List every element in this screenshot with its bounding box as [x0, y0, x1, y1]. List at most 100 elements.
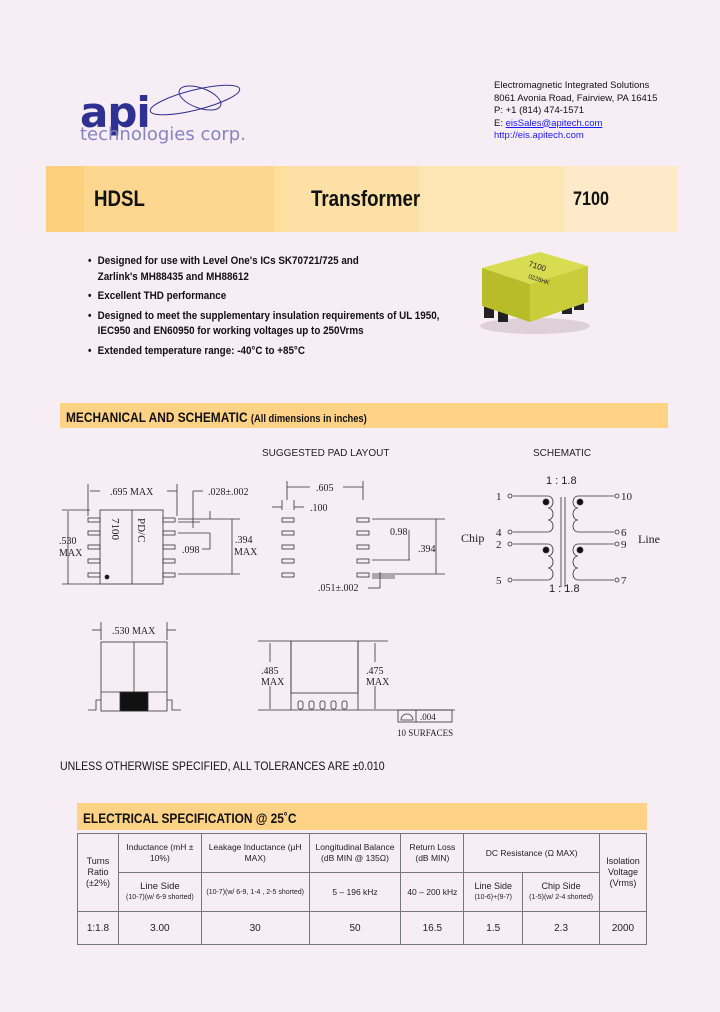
feature-item: Designed for use with Level One's ICs SK…	[88, 254, 362, 285]
electrical-section-bar	[77, 803, 647, 830]
coplanarity-value: .004	[420, 712, 436, 722]
pin-label: 5	[496, 575, 502, 587]
surfaces-note: 10 SURFACES	[397, 728, 453, 738]
pad-layout-drawing: .605 .100 0.98 .394 .051±.002	[272, 481, 445, 594]
end-height-right-unit: MAX	[366, 677, 390, 688]
header-turns-ratio: Turns Ratio (±2%)	[77, 833, 119, 912]
pin-label: 9	[621, 539, 627, 551]
subheader-return-loss: 40 – 200 kHz	[400, 872, 465, 912]
subheader-leakage: (10-7)(w/ 6-9, 1-4 , 2-5 shorted)	[200, 872, 310, 912]
header-return-loss: Return Loss (dB MIN)	[400, 833, 465, 873]
table-subheader-row: Line Side (10-7)(w/ 6-9 shorted) (10-7)(w…	[78, 872, 647, 912]
product-type: Transformer	[311, 186, 421, 211]
span-dimension: .394	[235, 535, 253, 546]
subheader-text: Line Side	[474, 881, 512, 891]
pin-label: 2	[496, 539, 502, 551]
subheader-note: (1-5)(w/ 2-4 shorted)	[529, 894, 593, 901]
header-leakage: Leakage Inductance (µH MAX)	[200, 833, 310, 873]
cell-turns: 1:1.8	[77, 911, 119, 945]
product-photo: 7100 0228HK	[480, 252, 590, 334]
feature-list: Designed for use with Level One's ICs SK…	[88, 254, 475, 363]
electrical-spec-table: Turns Ratio (±2%) Inductance (mH ± 10%) …	[77, 833, 648, 945]
chip-side-label: Chip	[461, 531, 484, 545]
side-width-dimension: .530 MAX	[112, 626, 156, 637]
schematic-drawing: 1 : 1.8 1 : 1.8 1 4 2 5 10 6 9 7 Chip Li…	[461, 475, 660, 595]
table-row: 1:1.8 3.00 30 50 16.5 1.5 2.3 2000	[77, 911, 648, 945]
end-view-drawing: .485 MAX .475 MAX .004 10 SURFACES	[258, 640, 455, 738]
subheader-dcr-line: Line Side (10-6)+(9-7)	[463, 872, 524, 912]
part-marking: 7100	[109, 518, 121, 541]
feature-item: Excellent THD performance	[88, 289, 475, 305]
end-height-left: .485	[261, 666, 279, 677]
end-height-left-unit: MAX	[261, 677, 285, 688]
email-link[interactable]: eisSales@apitech.com	[505, 117, 603, 129]
header-isolation: Isolation Voltage (Vrms)	[598, 833, 648, 912]
pad-length-dimension: .100	[310, 503, 328, 514]
cell-leakage: 30	[200, 911, 310, 945]
pad-spacing-dimension: .605	[316, 483, 334, 494]
pin-label: 1	[496, 491, 502, 503]
pad-width-tolerance: .051±.002	[318, 583, 359, 594]
company-name: Electromagnetic Integrated Solutions	[494, 80, 650, 91]
subheader-text: Chip Side	[541, 881, 581, 891]
section-subtitle: (All dimensions in inches)	[250, 413, 367, 425]
cell-balance: 50	[308, 911, 402, 945]
width-dimension: .695 MAX	[110, 487, 154, 498]
subheader-balance: 5 – 196 kHz	[308, 872, 402, 912]
pad-pitch-dimension: 0.98	[390, 527, 408, 538]
electrical-section-title: ELECTRICAL SPECIFICATION @ 25˚C	[83, 810, 297, 826]
subheader-note: (10-6)+(9-7)	[474, 894, 512, 901]
subheader-note: (10-7)(w/ 6-9 shorted)	[126, 894, 194, 901]
subheader-text: Line Side	[140, 881, 180, 892]
product-line: HDSL	[94, 186, 145, 211]
feature-item: Designed to meet the supplementary insul…	[88, 309, 441, 340]
email-prefix: E:	[494, 117, 506, 129]
title-banner	[46, 166, 678, 232]
cell-dcr-chip: 2.3	[522, 911, 600, 945]
date-code-marking: PD/C	[135, 518, 147, 542]
header-dc-resistance: DC Resistance (Ω MAX)	[463, 833, 600, 873]
part-number: 7100	[573, 189, 609, 210]
tolerance-note: UNLESS OTHERWISE SPECIFIED, ALL TOLERANC…	[60, 759, 385, 773]
pad-span-dimension: .394	[418, 544, 436, 555]
address: 8061 Avonia Road, Fairview, PA 16415	[494, 92, 658, 104]
pin-label: 7	[621, 575, 627, 587]
line-side-label: Line	[638, 532, 660, 546]
table-header-row: Turns Ratio (±2%) Inductance (mH ± 10%) …	[77, 833, 648, 912]
end-height-right: .475	[366, 666, 384, 677]
top-view-drawing: 7100 PD/C .695 MAX .530 MAX .028±.002 .0…	[59, 484, 258, 585]
cell-dcr-line: 1.5	[463, 911, 524, 945]
cell-isolation: 2000	[598, 911, 648, 945]
height-dimension: .530	[59, 536, 77, 547]
flatness-icon	[400, 713, 414, 721]
subheader-inductance: Line Side (10-7)(w/ 6-9 shorted)	[117, 872, 202, 912]
ratio-top: 1 : 1.8	[546, 475, 577, 487]
span-unit: MAX	[234, 547, 258, 558]
mechanical-section-bar	[60, 403, 668, 428]
logo-subtitle: technologies corp.	[80, 124, 246, 145]
cell-return-loss: 16.5	[400, 911, 465, 945]
pad-width-dimension: .028±.002	[208, 487, 249, 498]
side-view-drawing: .530 MAX	[88, 622, 181, 712]
mechanical-section-title: MECHANICAL AND SCHEMATIC (All dimensions…	[66, 409, 367, 425]
subheader-dcr-chip: Chip Side (1-5)(w/ 2-4 shorted)	[522, 872, 600, 912]
pitch-dimension: .098	[182, 545, 200, 556]
cell-inductance: 3.00	[117, 911, 202, 945]
pad-layout-title: SUGGESTED PAD LAYOUT	[262, 448, 389, 459]
pin-label: 4	[496, 527, 502, 539]
logo-brand: api	[80, 88, 151, 137]
header-inductance: Inductance (mH ± 10%)	[117, 833, 202, 873]
logo-orbit-icon	[149, 84, 241, 116]
feature-item: Extended temperature range: -40°C to +85…	[88, 344, 475, 360]
header-balance: Longitudinal Balance (dB MIN @ 135Ω)	[308, 833, 402, 873]
ratio-bottom: 1 : 1.8	[549, 583, 580, 595]
phone: P: +1 (814) 474-1571	[494, 105, 585, 116]
pin-label: 10	[621, 491, 633, 503]
schematic-title: SCHEMATIC	[533, 448, 591, 459]
contact-block: Electromagnetic Integrated Solutions 806…	[494, 80, 657, 143]
website-link[interactable]: http://eis.apitech.com	[494, 130, 584, 141]
height-unit: MAX	[59, 548, 83, 559]
section-title-text: MECHANICAL AND SCHEMATIC	[66, 409, 248, 425]
pin-label: 6	[621, 527, 627, 539]
